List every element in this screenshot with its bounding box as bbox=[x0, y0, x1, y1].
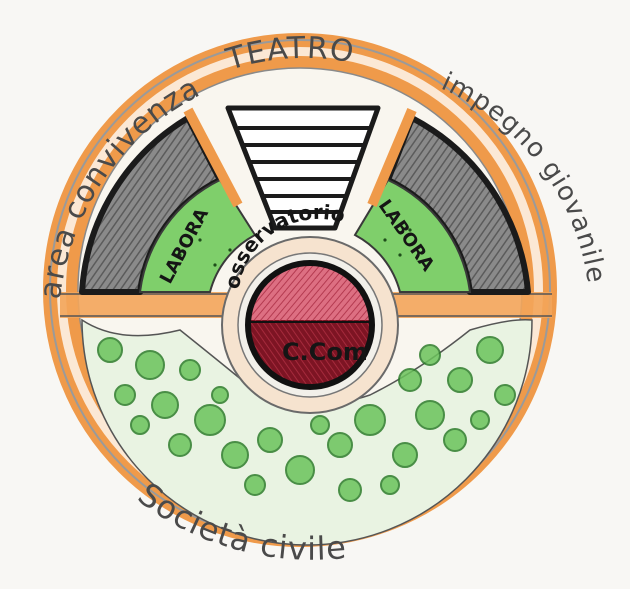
label-c-com: C.Com bbox=[282, 338, 368, 366]
